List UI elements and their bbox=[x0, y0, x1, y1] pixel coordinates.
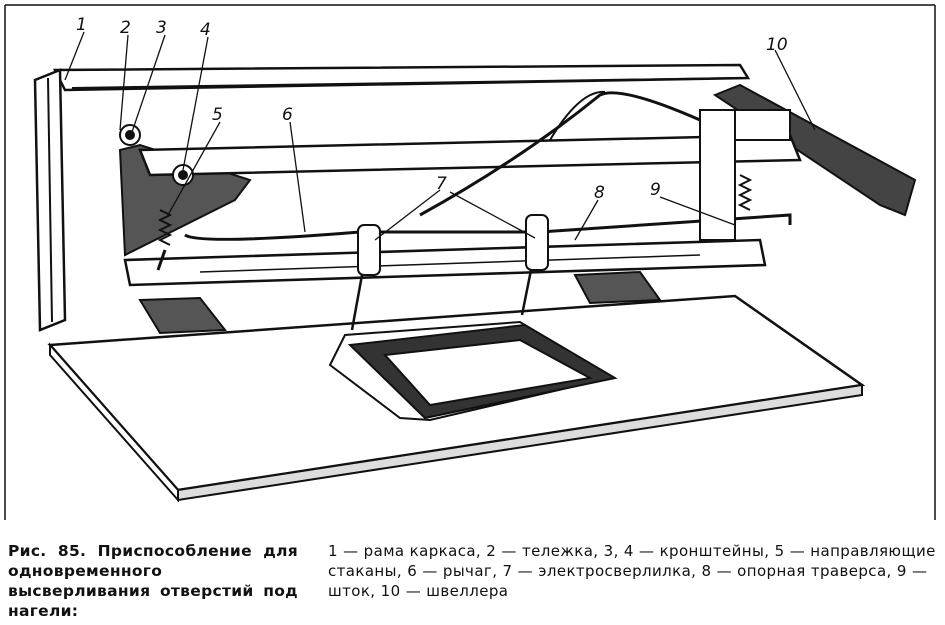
callout-3: 3 bbox=[156, 18, 167, 38]
caption-legend: 1 — рама каркаса, 2 — тележка, 3, 4 — кр… bbox=[328, 542, 936, 600]
callout-4: 4 bbox=[200, 20, 211, 40]
caption-title: Рис. 85. Приспособление для одновременно… bbox=[8, 542, 298, 620]
callout-9: 9 bbox=[650, 180, 661, 200]
electric-drills bbox=[350, 214, 549, 331]
brackets-and-springs bbox=[119, 109, 791, 271]
leader-lines bbox=[64, 31, 816, 241]
callout-5: 5 bbox=[212, 105, 223, 125]
fixture-drawing: 1 2 3 4 5 6 7 8 9 10 bbox=[4, 4, 936, 520]
carriage-rails bbox=[123, 133, 802, 287]
support-blocks bbox=[138, 270, 662, 335]
callout-1: 1 bbox=[76, 15, 87, 35]
callout-2: 2 bbox=[120, 18, 131, 38]
frame-rama-karkasa bbox=[33, 63, 751, 332]
callout-10: 10 bbox=[766, 35, 788, 55]
callout-8: 8 bbox=[594, 183, 605, 203]
callout-6: 6 bbox=[282, 105, 293, 125]
workpiece-frame bbox=[328, 320, 618, 422]
callout-7: 7 bbox=[436, 174, 447, 194]
